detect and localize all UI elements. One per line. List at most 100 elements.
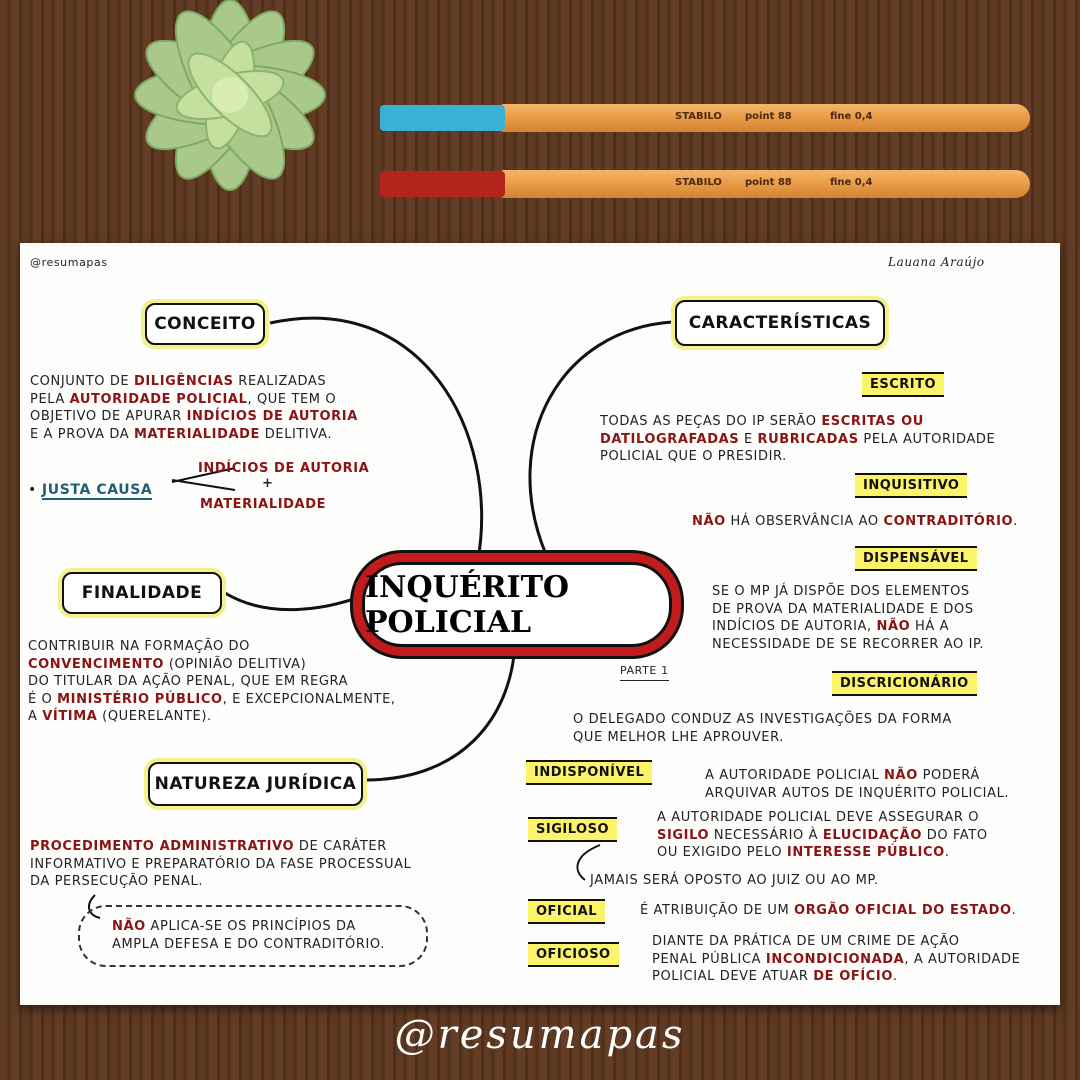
connector-finalidade <box>224 590 373 612</box>
text-run: É atribuição de um <box>640 903 795 918</box>
connector-natureza <box>364 644 517 782</box>
text-run: A autoridade policial deve assegurar o <box>657 810 980 825</box>
indicios-text: Indícios de Autoria <box>198 461 370 476</box>
text-line: Não há observância ao Contraditório. <box>692 513 1018 531</box>
justa-causa-bullet: • Justa Causa <box>28 482 153 500</box>
text-run: . <box>1013 514 1018 529</box>
text-run: , e excepcionalmente, <box>222 691 396 707</box>
natureza-text: Procedimento Administrativo de caráterin… <box>30 838 411 891</box>
text-line: Se o MP já dispõe dos elementos <box>712 583 984 601</box>
pen-cap <box>380 171 505 197</box>
text-run: Todas as peças do IP serão <box>600 414 822 429</box>
text-run: há observância ao <box>725 514 884 529</box>
highlighted-term: Vítima <box>42 709 98 724</box>
text-run: pela autoridade <box>858 431 996 447</box>
succulent-plant-image <box>134 0 326 191</box>
highlighted-term: Procedimento Administrativo <box>30 839 295 854</box>
text-run: aplica-se os princípios da <box>145 919 356 934</box>
text-line: Sigilo necessário à Elucidação do fato <box>657 827 988 845</box>
text-line: policial deve atuar De Ofício. <box>652 968 1020 986</box>
highlighted-term: Não <box>876 619 911 634</box>
finalidade-text: Contribuir na formação doConvencimento (… <box>28 638 396 726</box>
text-run: (opinião delitiva) <box>164 656 307 672</box>
sigiloso-text: A autoridade policial deve assegurar o Si… <box>657 809 988 862</box>
text-run: necessário à <box>709 827 823 843</box>
tag-discricionario: Discricionário <box>832 671 977 696</box>
plus-sign: + <box>262 476 274 491</box>
handle-small: @resumapas <box>30 256 108 269</box>
pen-model: point 88 <box>745 177 792 188</box>
text-run: que melhor lhe aprouver. <box>573 729 785 745</box>
text-run: delitiva. <box>260 426 333 442</box>
text-run: do fato <box>922 827 988 843</box>
text-line: ampla defesa e do contraditório. <box>112 936 385 954</box>
signature: Lauana Araújo <box>888 255 985 269</box>
conceito-label: Conceito <box>145 303 265 345</box>
text-run: A autoridade policial <box>705 768 885 783</box>
text-line: indícios de autoria, Não há a <box>712 618 984 636</box>
natureza-note-text: Não aplica-se os princípios daampla defe… <box>112 918 385 953</box>
text-run: necessidade de se recorrer ao IP. <box>712 636 985 652</box>
justa-causa-link: Justa Causa <box>41 482 153 500</box>
text-line: arquivar autos de inquérito policial. <box>705 785 1009 803</box>
text-run: da persecução penal. <box>30 874 204 889</box>
text-run: pela <box>30 391 70 407</box>
text-run: indícios de autoria, <box>712 619 877 634</box>
text-run: de prova da materialidade e dos <box>712 601 974 617</box>
text-line: Todas as peças do IP serão Escritas ou <box>600 413 995 431</box>
text-run: a <box>28 709 43 724</box>
materialidade-text: Materialidade <box>200 497 327 512</box>
text-line: É atribuição de um Orgão Oficial do Esta… <box>640 902 1016 920</box>
text-run: (querelante). <box>97 709 212 724</box>
text-line: da persecução penal. <box>30 873 411 891</box>
text-line: O delegado conduz as investigações da fo… <box>573 711 952 729</box>
text-line: Procedimento Administrativo de caráter <box>30 838 411 856</box>
indisponivel-text: A autoridade policial Não poderáarquivar… <box>705 767 1009 802</box>
text-line: penal pública Incondicionada, a autorida… <box>652 951 1020 969</box>
text-run: arquivar autos de inquérito policial. <box>705 785 1010 801</box>
text-line: e a prova da Materialidade delitiva. <box>30 426 358 444</box>
text-line: Diante da prática de um crime de ação <box>652 933 1020 951</box>
tag-dispensavel: Dispensável <box>855 546 977 571</box>
inquisitivo-text: Não há observância ao Contraditório. <box>692 513 1018 531</box>
brand-watermark: @resumapas <box>394 1012 686 1058</box>
highlighted-term: Diligências <box>133 374 234 389</box>
text-run: policial que o presidir. <box>600 449 787 464</box>
text-run: Conjunto de <box>30 374 134 389</box>
pen-brand: STABILO <box>675 177 722 188</box>
text-line: policial que o presidir. <box>600 448 995 466</box>
text-line: informativo e preparatório da fase proce… <box>30 856 411 874</box>
highlighted-term: Incondicionada <box>765 951 905 967</box>
text-line: Não aplica-se os princípios da <box>112 918 385 936</box>
highlighted-term: Escritas ou <box>821 414 924 429</box>
text-line: a Vítima (querelante). <box>28 708 396 726</box>
red-pen-image: STABILO point 88 fine 0,4 <box>380 170 1030 198</box>
highlighted-term: Não <box>112 919 146 934</box>
discricionario-text: O delegado conduz as investigações da fo… <box>573 711 952 746</box>
text-run: informativo e preparatório da fase proce… <box>30 856 412 872</box>
text-line: Convencimento (opinião delitiva) <box>28 656 396 674</box>
text-run: e <box>739 431 758 447</box>
pen-tip: fine 0,4 <box>830 111 873 122</box>
text-line: que melhor lhe aprouver. <box>573 729 952 747</box>
text-line: Contribuir na formação do <box>28 638 396 656</box>
text-line: ou exigido pelo Interesse Público. <box>657 844 988 862</box>
part-label: Parte 1 <box>620 662 669 681</box>
connector-caracteristicas <box>528 320 673 553</box>
pen-model: point 88 <box>745 111 792 122</box>
text-run: é o <box>28 691 58 707</box>
text-run: , que tem o <box>247 391 337 407</box>
caracteristicas-label: Características <box>675 300 885 346</box>
highlighted-term: Ministério Público <box>57 691 223 707</box>
text-run: . <box>944 845 950 860</box>
text-line: A autoridade policial Não poderá <box>705 767 1009 785</box>
highlighted-term: Orgão Oficial do Estado <box>794 903 1012 918</box>
dispensavel-text: Se o MP já dispõe dos elementosde prova … <box>712 583 984 653</box>
text-line: é o Ministério Público, e excepcionalmen… <box>28 691 396 709</box>
central-title: Inquérito Policial <box>365 569 570 640</box>
tag-sigiloso: Sigiloso <box>528 817 617 842</box>
natureza-juridica-label: Natureza Jurídica <box>148 762 363 806</box>
text-run: objetivo de apurar <box>30 409 187 424</box>
central-topic: Inquérito Policial <box>362 562 672 647</box>
finalidade-label: Finalidade <box>62 572 222 614</box>
